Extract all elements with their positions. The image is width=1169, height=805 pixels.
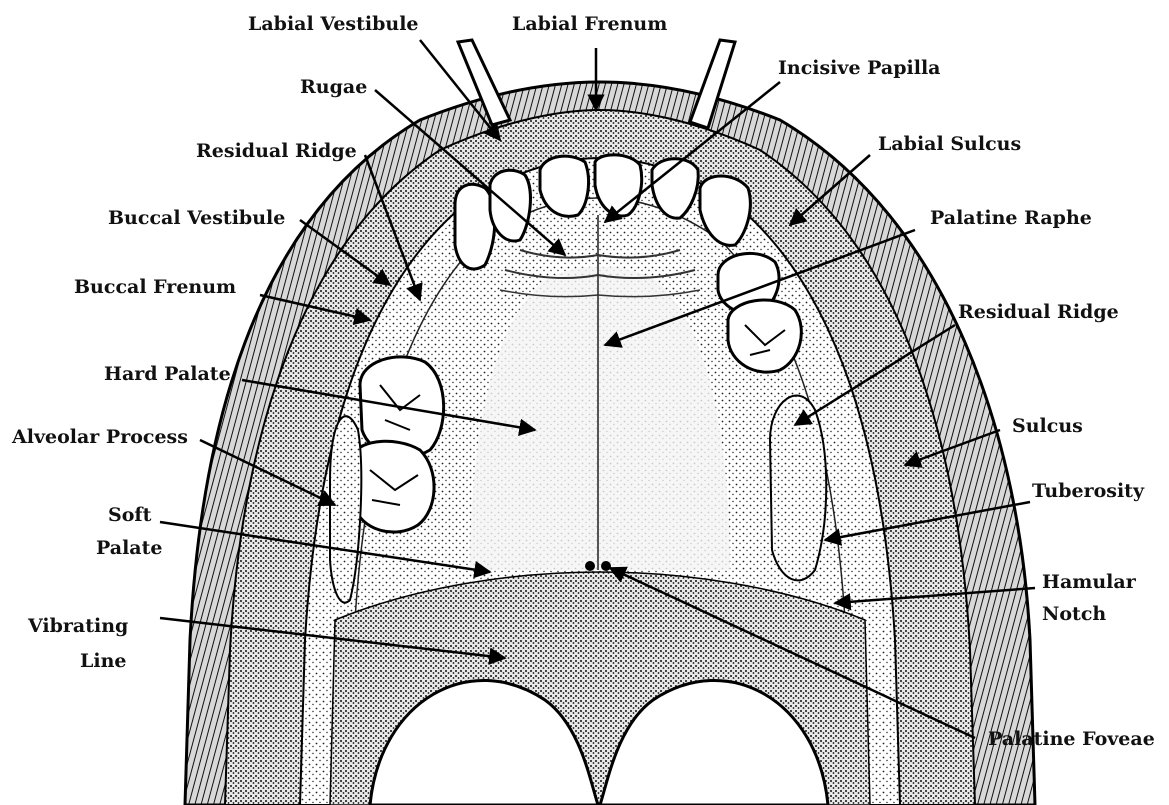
fovea-mark [601,561,611,571]
label-tuberosity: Tuberosity [1032,480,1145,502]
fovea-mark [585,561,595,571]
label-labial-sulcus: Labial Sulcus [878,133,1021,155]
label-labial-frenum: Labial Frenum [512,13,667,35]
label-palatine-foveae: Palatine Foveae [988,728,1155,750]
label-incisive-papilla: Incisive Papilla [778,57,940,79]
label-hard-palate: Hard Palate [104,363,231,385]
label-hamular-notch-1: Hamular [1042,571,1137,593]
label-hamular-notch-2: Notch [1042,603,1106,625]
label-soft-palate-1: Soft [108,504,152,526]
label-alveolar-process: Alveolar Process [11,426,188,448]
label-vibrating-line-2: Line [80,650,126,672]
label-soft-palate-2: Palate [96,537,162,559]
label-residual-ridge-left: Residual Ridge [196,140,357,162]
label-labial-vestibule: Labial Vestibule [248,13,419,35]
label-vibrating-line-1: Vibrating [27,615,128,637]
label-buccal-frenum: Buccal Frenum [74,276,236,298]
label-palatine-raphe: Palatine Raphe [930,207,1092,229]
label-buccal-vestibule: Buccal Vestibule [108,207,285,229]
label-residual-ridge-right: Residual Ridge [958,301,1119,323]
label-sulcus: Sulcus [1012,415,1083,437]
label-rugae: Rugae [300,76,367,98]
molars-left [352,357,444,532]
